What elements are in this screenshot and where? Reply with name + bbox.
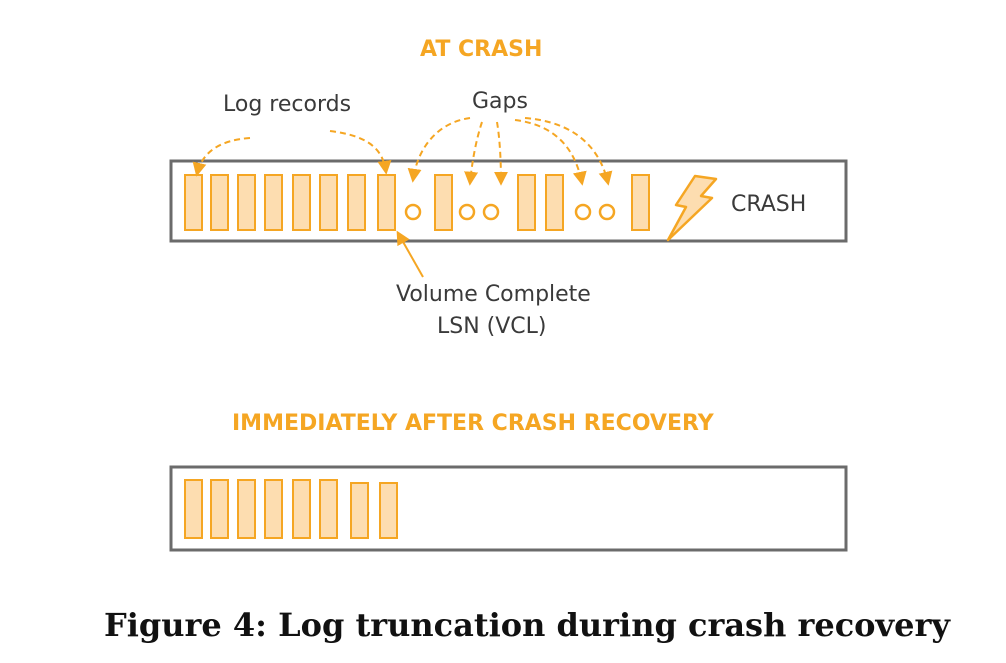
log-record [319, 479, 338, 539]
log-record [377, 174, 396, 231]
log-record [517, 174, 536, 231]
log-record [210, 174, 229, 231]
log-record [347, 174, 366, 231]
log-record [184, 479, 203, 539]
log-record [264, 174, 283, 231]
vcl-label-line1: Volume Complete [396, 282, 591, 307]
log-box-at-crash [169, 159, 848, 243]
log-record [237, 174, 256, 231]
log-record [264, 479, 283, 539]
log-records-label: Log records [223, 92, 352, 117]
after-recovery-heading: IMMEDIATELY AFTER CRASH RECOVERY [232, 411, 714, 436]
vcl-label-line2: LSN (VCL) [437, 314, 547, 339]
log-records-at-crash [184, 174, 650, 231]
log-record [184, 174, 203, 231]
gaps [404, 203, 616, 221]
gap-circle [404, 203, 422, 221]
figure-caption: Figure 4: Log truncation during crash re… [104, 606, 950, 644]
log-record [350, 482, 369, 539]
log-record [319, 174, 338, 231]
gap-circle [458, 203, 476, 221]
gap-circle [598, 203, 616, 221]
log-record [545, 174, 564, 231]
log-record [631, 174, 650, 231]
at-crash-heading: AT CRASH [420, 37, 543, 62]
gap-circle [482, 203, 500, 221]
log-records-after-recovery [184, 479, 398, 539]
gaps-label: Gaps [472, 89, 528, 114]
log-record [434, 174, 453, 231]
log-record [292, 479, 311, 539]
log-record [379, 482, 398, 539]
log-record [237, 479, 256, 539]
log-record [210, 479, 229, 539]
log-records-arrows [192, 130, 392, 177]
vcl-arrow [396, 230, 424, 278]
log-record [292, 174, 311, 231]
gap-circle [574, 203, 592, 221]
lightning-bolt-icon [666, 174, 718, 242]
gaps-arrows [407, 117, 613, 186]
log-box-after-recovery [169, 465, 848, 552]
crash-label: CRASH [731, 192, 807, 217]
